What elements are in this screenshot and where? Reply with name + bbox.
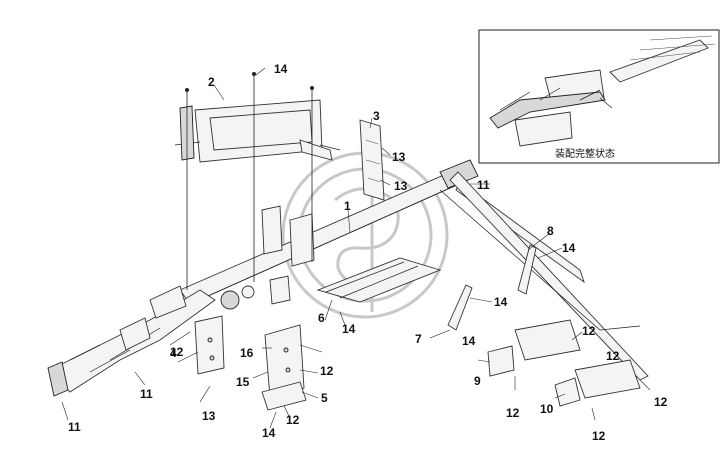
callout-12-h: 12 — [606, 349, 620, 363]
callout-13-b: 13 — [394, 179, 408, 193]
callout-14-d: 14 — [342, 322, 356, 336]
bracket-5 — [261, 324, 307, 411]
callout-12-f: 12 — [592, 429, 606, 443]
callout-12-g: 12 — [654, 395, 668, 409]
callout-12-a: 12 — [170, 345, 184, 359]
fastener-lines — [185, 72, 314, 290]
callout-12-b: 12 — [320, 364, 334, 378]
callout-5: 5 — [321, 391, 328, 405]
callout-12-e: 12 — [506, 406, 520, 420]
center-tray — [316, 257, 442, 303]
callout-10: 10 — [540, 402, 554, 416]
leader-lines — [61, 67, 651, 429]
left-end-bracket — [47, 285, 255, 397]
center-vertical-brackets — [261, 205, 315, 305]
callout-4: 4 — [170, 346, 177, 360]
callout-14-c: 14 — [494, 295, 508, 309]
callout-3: 3 — [373, 109, 380, 123]
inset-caption: 装配完整状态 — [555, 147, 615, 160]
bracket-7 — [447, 284, 473, 331]
bracket-10 — [554, 377, 581, 407]
upper-frame-bracket — [174, 99, 341, 163]
callout-11-c: 11 — [68, 420, 81, 434]
callout-16: 16 — [240, 346, 254, 360]
bracket-8 — [517, 244, 537, 295]
callout-labels: 1 2 3 4 5 6 7 8 9 10 11 11 11 12 12 12 1… — [68, 62, 668, 443]
callout-12-d: 12 — [582, 324, 596, 338]
callout-11-a: 11 — [477, 178, 490, 192]
inset-panel: 装配完整状态 — [478, 29, 720, 164]
callout-14-f: 14 — [462, 334, 476, 348]
callout-2: 2 — [208, 75, 215, 89]
callout-7: 7 — [415, 332, 422, 346]
callout-13-a: 13 — [392, 150, 406, 164]
callout-9: 9 — [474, 374, 481, 388]
callout-14-e: 14 — [262, 426, 276, 440]
callout-12-c: 12 — [286, 413, 300, 427]
callout-6: 6 — [318, 311, 325, 325]
right-struts — [439, 171, 649, 399]
bracket-4 — [194, 315, 225, 375]
callout-15: 15 — [236, 375, 250, 389]
callout-11-b: 11 — [140, 387, 153, 401]
inset-assembled-drawing — [489, 35, 716, 147]
callout-8: 8 — [547, 224, 554, 238]
callout-14-a: 14 — [274, 62, 288, 76]
bracket-9 — [487, 345, 515, 377]
callout-14-b: 14 — [562, 241, 576, 255]
side-plate — [359, 119, 385, 201]
callout-1: 1 — [344, 199, 351, 213]
callout-13-c: 13 — [202, 409, 216, 423]
